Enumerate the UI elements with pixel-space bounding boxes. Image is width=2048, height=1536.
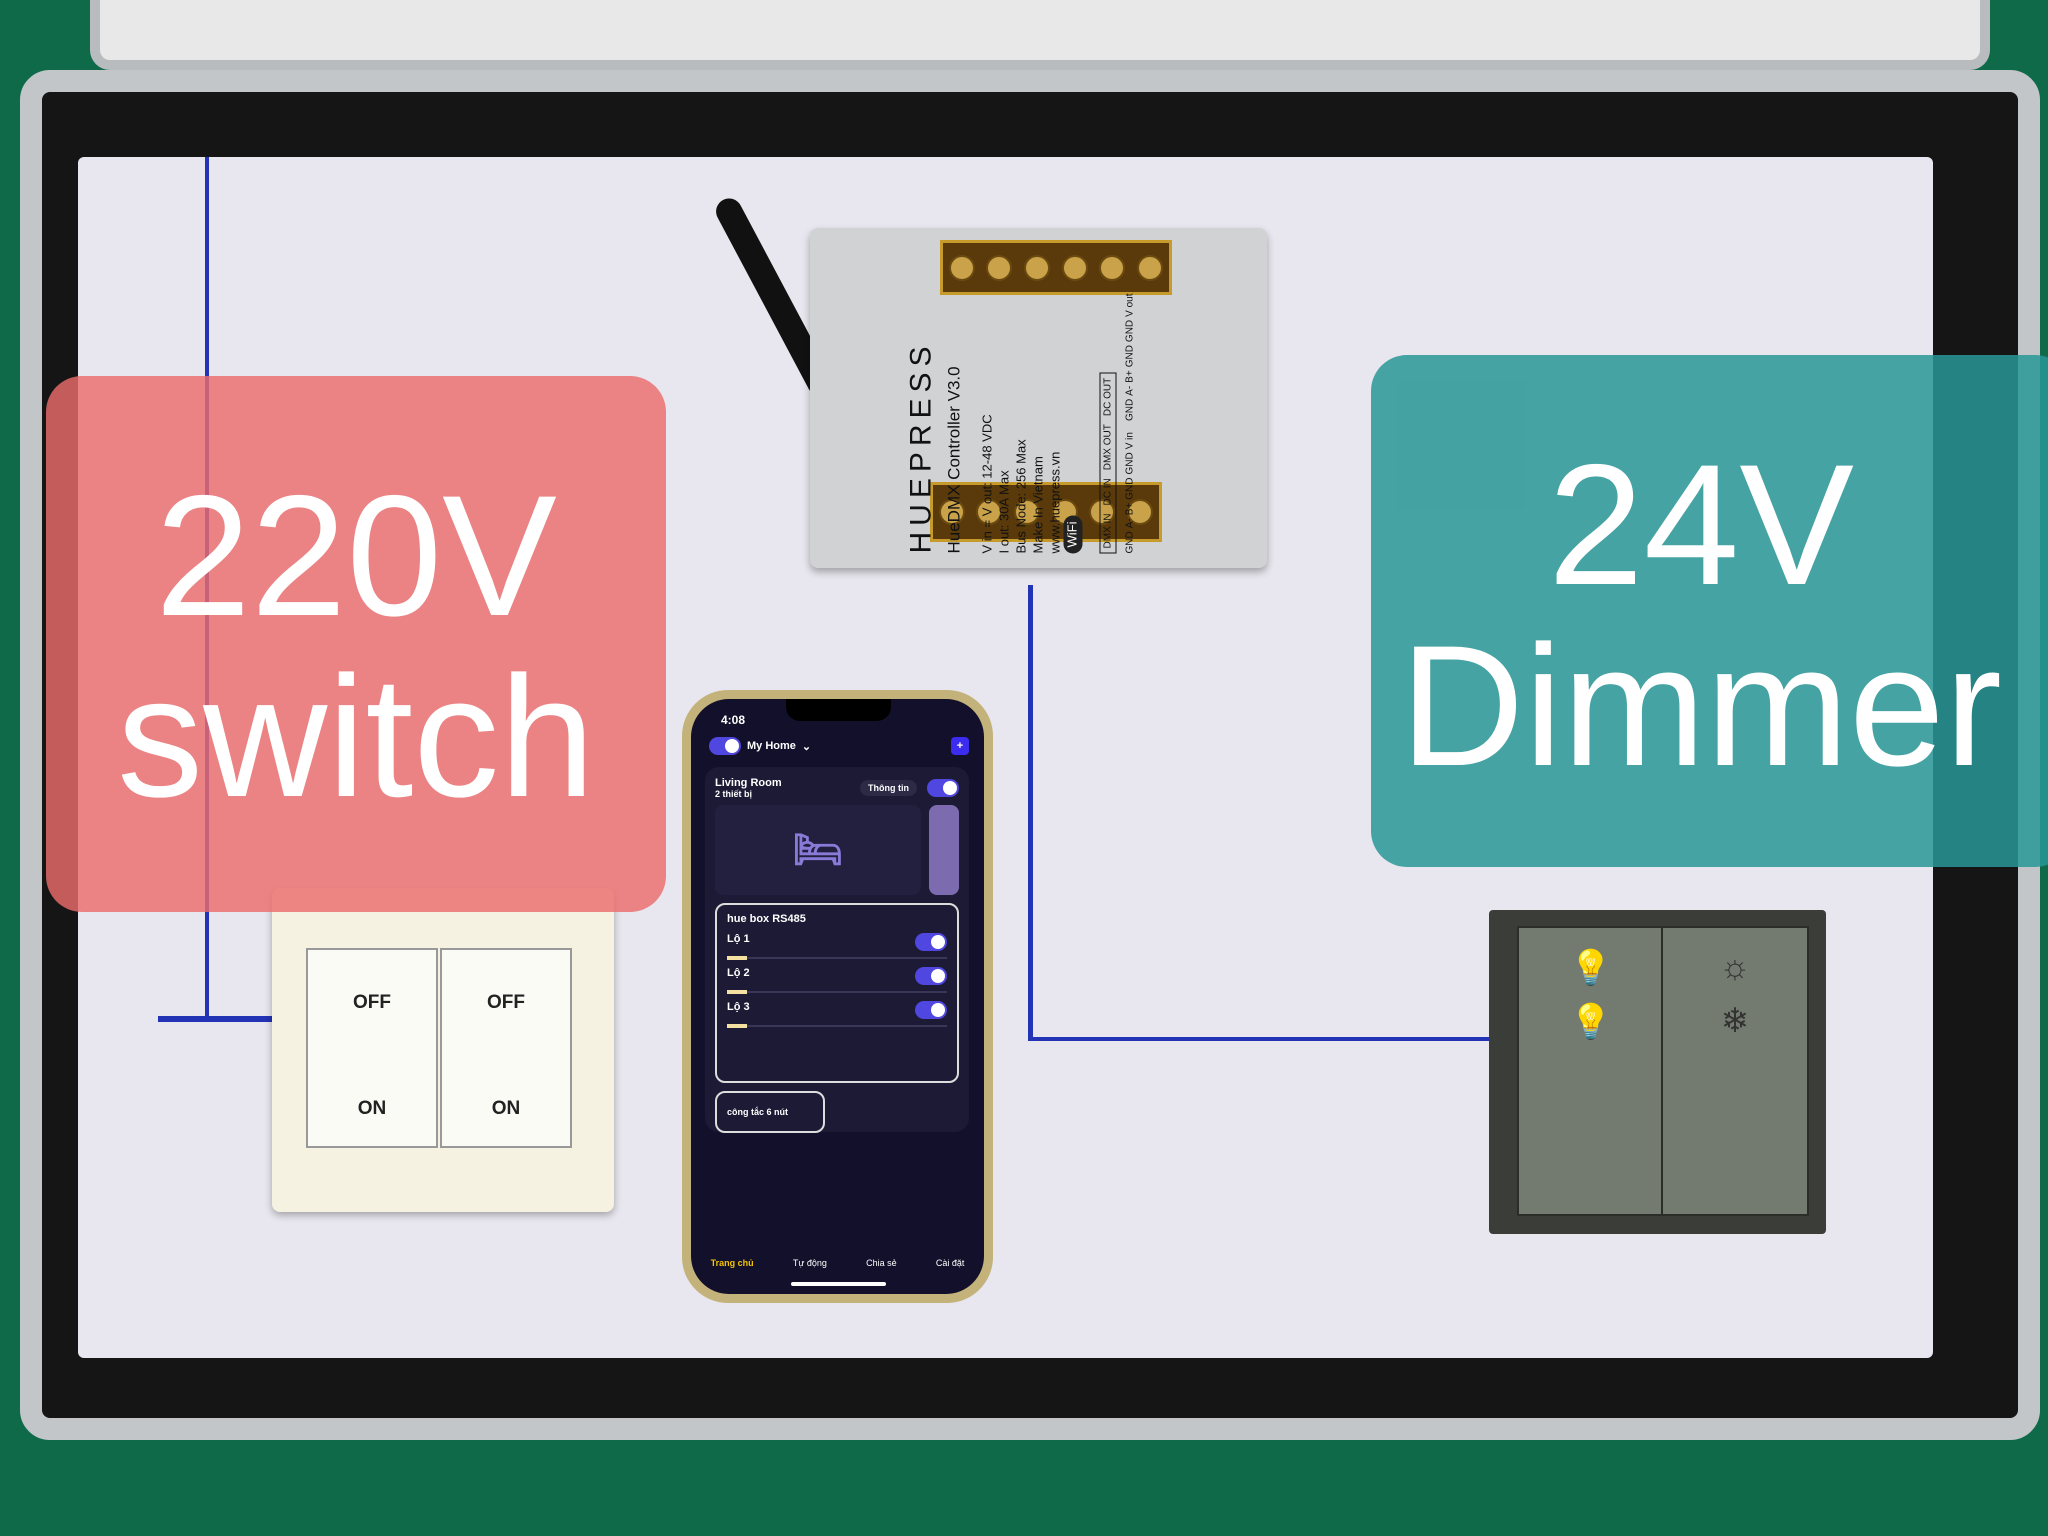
device-name: hue box RS485 (727, 913, 806, 925)
spec: Bus Node: 256 Max (1013, 439, 1029, 554)
wall-switch-220v: OFF ON OFF ON (272, 888, 614, 1212)
channel-slider[interactable] (727, 1024, 947, 1028)
channel-slider[interactable] (727, 990, 947, 994)
home-indicator (791, 1282, 886, 1286)
wifi-icon: WiFi (1063, 515, 1083, 554)
off-label: OFF (487, 992, 525, 1013)
room-title: Living Room (715, 777, 782, 789)
label-text: Dimmer (1400, 609, 2002, 802)
website: www.huepress.vn (1047, 451, 1063, 554)
dmx-controller: HUEPRESS HueDMX Controller V3.0 V in = V… (810, 228, 1267, 568)
channel-label: Lộ 3 (727, 1001, 750, 1013)
home-selector[interactable]: My Home (747, 740, 796, 752)
pin: A- (1124, 518, 1136, 529)
nav-home[interactable]: Trang chủ (710, 1258, 754, 1268)
channel-toggle[interactable] (915, 1001, 947, 1019)
channel-slider[interactable] (727, 956, 947, 960)
pin: GND (1124, 345, 1136, 368)
pin: GND (1124, 319, 1136, 343)
off-label: OFF (353, 992, 391, 1013)
notch (786, 699, 891, 721)
pin: GND (1124, 398, 1136, 422)
model-label: HueDMX Controller V3.0 (944, 366, 964, 554)
chevron-down-icon[interactable]: ⌄ (801, 740, 812, 753)
pin: GND (1124, 477, 1136, 500)
pin: V out (1124, 293, 1136, 317)
pin: B+ (1124, 370, 1136, 383)
terminal-block-bottom (930, 482, 1162, 542)
pin: B+ (1124, 502, 1136, 516)
on-label: ON (357, 1098, 387, 1119)
channel-label: Lộ 2 (727, 967, 750, 979)
bulb-down-icon: 💡 (1569, 1003, 1613, 1041)
wire-center (1028, 585, 1033, 1040)
room-toggle[interactable] (927, 779, 959, 797)
label-text: 220V (155, 460, 557, 652)
dimmer-key-color[interactable]: ☼❄ (1661, 926, 1809, 1216)
brand-logo: HUEPRESS (904, 340, 938, 554)
channel-label: Lộ 1 (727, 933, 750, 945)
room-illustration: 🛏 (715, 805, 921, 895)
wire-right (1028, 1037, 1490, 1041)
nav-settings[interactable]: Cài đặt (935, 1258, 965, 1268)
info-button[interactable]: Thông tin (860, 780, 917, 796)
pin-group: DC IN (1102, 478, 1114, 506)
channel-toggle[interactable] (915, 933, 947, 951)
pin-group: DMX OUT (1102, 424, 1114, 471)
add-button[interactable]: + (951, 737, 969, 755)
sun-icon: ☼ (1719, 948, 1751, 986)
status-time: 4:08 (721, 713, 746, 727)
case-lid (90, 0, 1990, 70)
dimmer-key-brightness[interactable]: 💡💡 (1517, 926, 1665, 1216)
bulb-up-icon: 💡 (1569, 949, 1613, 987)
nav-automation[interactable]: Tự động (792, 1258, 827, 1268)
on-label: ON (491, 1098, 521, 1119)
wire-left-h (158, 1016, 282, 1022)
scene-card[interactable]: công tắc 6 nút (715, 1091, 825, 1133)
rocker-left[interactable]: OFF ON (306, 948, 438, 1148)
home-toggle[interactable] (709, 737, 741, 755)
label-text: 24V (1547, 429, 1855, 621)
spec: V in = V out: 12-48 VDC (979, 414, 995, 554)
pin: GND (1124, 452, 1136, 475)
pin: GND (1124, 531, 1136, 554)
brightness-bar[interactable] (929, 805, 959, 895)
device-card[interactable]: hue box RS485 Lộ 1 Lộ 2 Lộ 3 (715, 903, 959, 1083)
channel-toggle[interactable] (915, 967, 947, 985)
dimmer-switch-24v: 💡💡 ☼❄ (1489, 910, 1826, 1234)
nav-share[interactable]: Chia sẻ (866, 1258, 897, 1268)
pin: V in (1124, 432, 1136, 450)
pin-group: DC OUT (1102, 377, 1114, 417)
made-in: Make In Vietnam (1030, 456, 1046, 554)
terminal-block-top (940, 240, 1172, 295)
device-count: 2 thiết bị (715, 789, 753, 799)
spec: I out: 30A Max (996, 470, 1012, 554)
label-24v-dimmer: 24V Dimmer (1371, 355, 2048, 867)
pin-group: DMX IN (1102, 513, 1114, 549)
rocker-right[interactable]: OFF ON (440, 948, 572, 1148)
label-text: switch (117, 640, 595, 833)
pin: A- (1124, 385, 1136, 396)
label-220v-switch: 220V switch (46, 376, 666, 912)
snowflake-icon: ❄ (1720, 1002, 1750, 1040)
